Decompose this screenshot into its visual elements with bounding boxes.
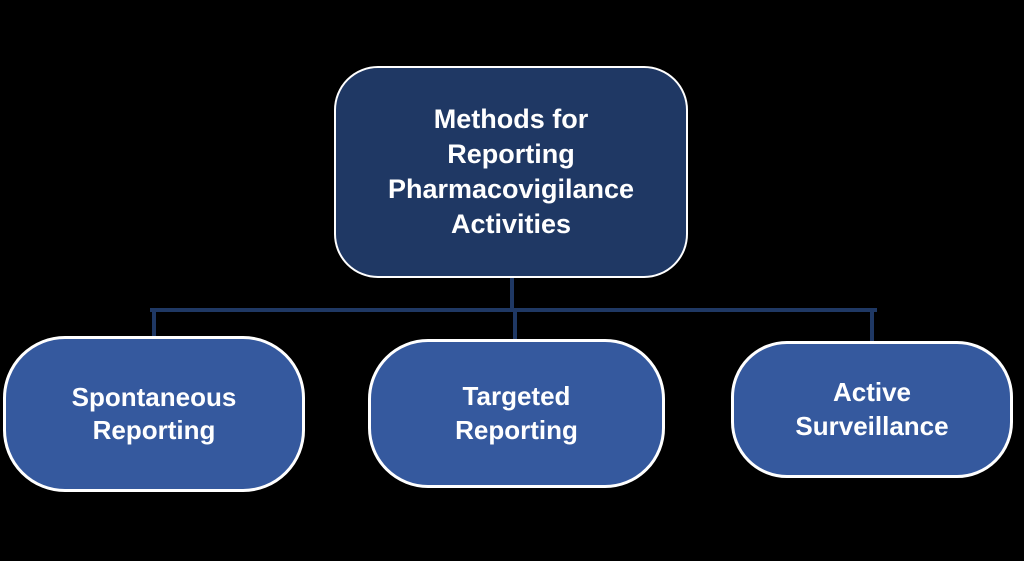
- root-node-label: Methods for Reporting Pharmacovigilance …: [387, 103, 635, 240]
- active-surveillance-label: Active Surveillance: [795, 377, 949, 441]
- node-spontaneous-reporting: Spontaneous Reporting: [3, 336, 305, 492]
- connector-root-stem: [510, 277, 514, 310]
- connector-drop-targeted: [513, 310, 517, 343]
- spontaneous-reporting-label: Spontaneous Reporting: [71, 381, 237, 445]
- node-active-surveillance: Active Surveillance: [731, 341, 1013, 478]
- connector-drop-spontaneous: [152, 310, 156, 340]
- targeted-reporting-label: Targeted Reporting: [455, 381, 578, 445]
- connector-drop-active: [870, 310, 874, 345]
- node-targeted-reporting: Targeted Reporting: [368, 339, 665, 488]
- node-methods-for-reporting: Methods for Reporting Pharmacovigilance …: [334, 66, 688, 278]
